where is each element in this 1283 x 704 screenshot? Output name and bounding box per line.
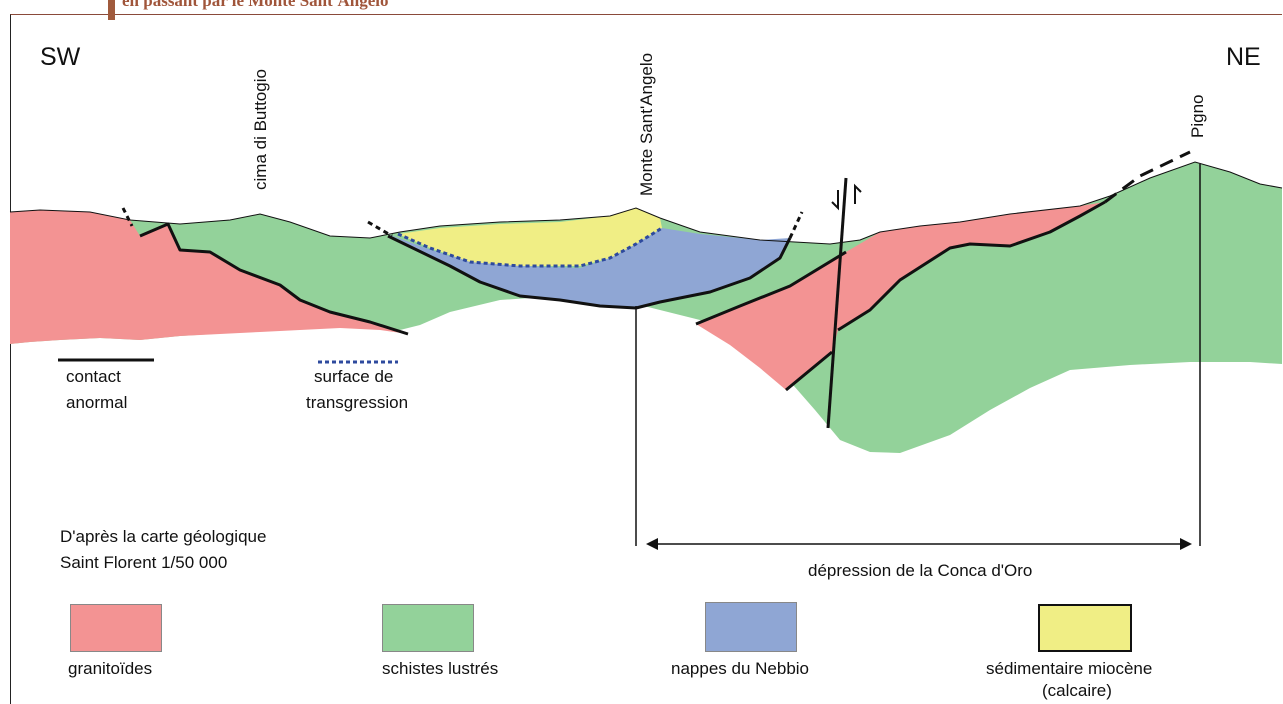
title-accent-bar [108, 0, 115, 20]
contact-anormal-label-1: contact [66, 367, 121, 386]
contact-anormal-lines [121, 150, 1191, 429]
contact-dashed-right [788, 211, 804, 239]
legend-note-calcaire: (calcaire) [1042, 681, 1112, 700]
granitoides-area-left [10, 210, 408, 344]
legend-label-nappes-du-nebbio: nappes du Nebbio [671, 659, 810, 678]
transgression-label-1: surface de [314, 367, 394, 386]
sedimentaire-miocene-area [398, 208, 662, 266]
legend-swatch-nappes-du-nebbio [705, 602, 797, 652]
topographic-surface-line [9, 161, 1283, 245]
contact-line-granite-lower [785, 350, 833, 392]
fault-line [826, 177, 848, 429]
figure-title: en passant par le Monte Sant'Angelo [122, 0, 389, 10]
legend-swatch-schistes-lustres [382, 604, 474, 652]
source-line-2: Saint Florent 1/50 000 [60, 553, 228, 572]
granitoides-area-right [696, 202, 1105, 390]
peak-label-monte-sant-angelo: Monte Sant'Angelo [637, 52, 656, 196]
figure-frame [10, 14, 1282, 704]
fault-movement-arrows [831, 183, 862, 211]
transgression-label-2: transgression [306, 393, 409, 412]
legend-swatch-sedimentaire-miocene [1038, 604, 1132, 652]
legend-label-granitoides: granitoïdes [68, 659, 153, 678]
nappes-du-nebbio-area [388, 228, 790, 308]
contact-line-granite-wedge [837, 200, 1106, 332]
transgression-surface-line [397, 226, 663, 268]
contact-line-nebbio-base [387, 234, 792, 310]
peak-label-cima-di-buttogio: cima di Buttogio [251, 69, 270, 190]
contact-line-granite-right-top [695, 250, 847, 326]
orientation-right-label: NE [1226, 43, 1261, 71]
source-line-1: D'après la carte géologique [60, 527, 267, 546]
orientation-left-label: SW [40, 43, 81, 71]
contact-dashed-left [121, 207, 134, 227]
contact-line-granite-left [139, 222, 409, 336]
legend-label-sedimentaire-miocene: sédimentaire miocène [986, 659, 1153, 678]
legend-swatch-granitoides [70, 604, 162, 652]
depression-arrow [646, 538, 1192, 550]
contact-dashed-mid [367, 220, 393, 238]
peak-label-pigno: Pigno [1188, 94, 1207, 138]
contact-anormal-label-2: anormal [66, 393, 128, 412]
depression-label: dépression de la Conca d'Oro [808, 561, 1033, 580]
legend-label-schistes-lustres: schistes lustrés [382, 659, 499, 678]
